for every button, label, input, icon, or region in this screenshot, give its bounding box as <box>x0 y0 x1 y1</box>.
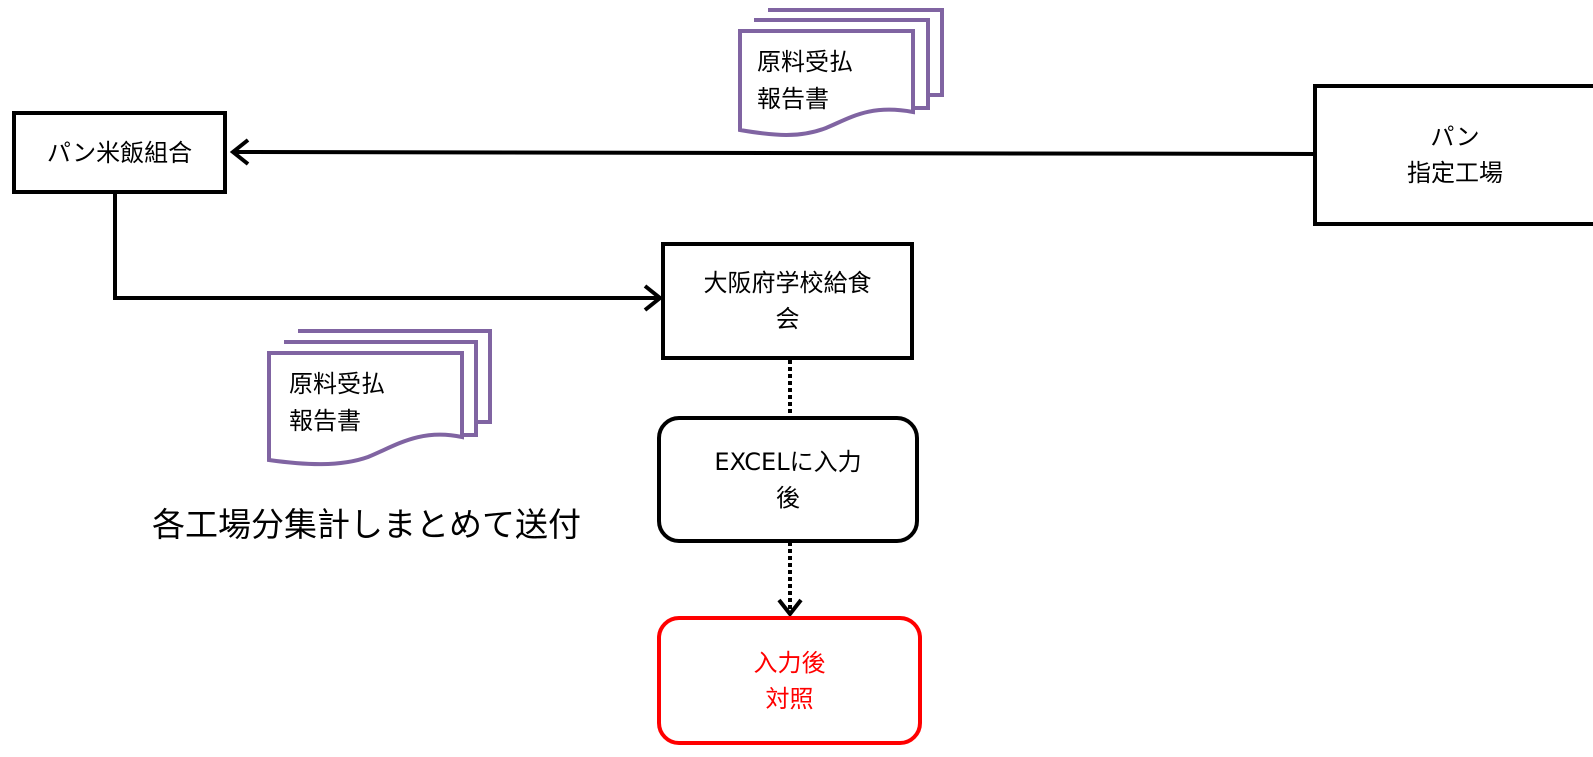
check-label-line1: 入力後 <box>753 648 826 677</box>
check-node: 入力後 対照 <box>657 616 922 745</box>
top-document-stack-icon <box>738 8 944 137</box>
top-document-line1: 原料受払 <box>757 48 853 76</box>
top-document-line2: 報告書 <box>757 85 829 113</box>
bottom-document-line1: 原料受払 <box>289 370 385 398</box>
check-label-line2: 対照 <box>765 684 814 713</box>
summary-caption: 各工場分集計しまとめて送付 <box>152 505 581 544</box>
association-node: 大阪府学校給食 会 <box>661 242 914 360</box>
association-label-line2: 会 <box>775 305 800 333</box>
bottom-document-stack-icon <box>267 329 492 467</box>
union-to-association-arrow <box>113 193 664 312</box>
union-label: パン米飯組合 <box>46 138 193 167</box>
excel-to-check-arrow <box>777 542 803 618</box>
factory-label-line2: 指定工場 <box>1407 159 1503 187</box>
bottom-document-label: 原料受払 報告書 <box>289 366 385 440</box>
excel-label-line2: 後 <box>776 483 800 512</box>
factory-to-union-arrow <box>229 138 1319 166</box>
factory-node: パン 指定工場 <box>1313 84 1593 226</box>
union-node: パン米飯組合 <box>12 111 227 194</box>
excel-label-line1: EXCELに入力 <box>714 447 862 476</box>
excel-input-node: EXCELに入力 後 <box>657 416 919 543</box>
top-document-label: 原料受払 報告書 <box>757 44 853 118</box>
factory-label-line1: パン <box>1430 123 1480 151</box>
bottom-document-line2: 報告書 <box>289 407 361 435</box>
association-label-line1: 大阪府学校給食 <box>703 269 872 297</box>
